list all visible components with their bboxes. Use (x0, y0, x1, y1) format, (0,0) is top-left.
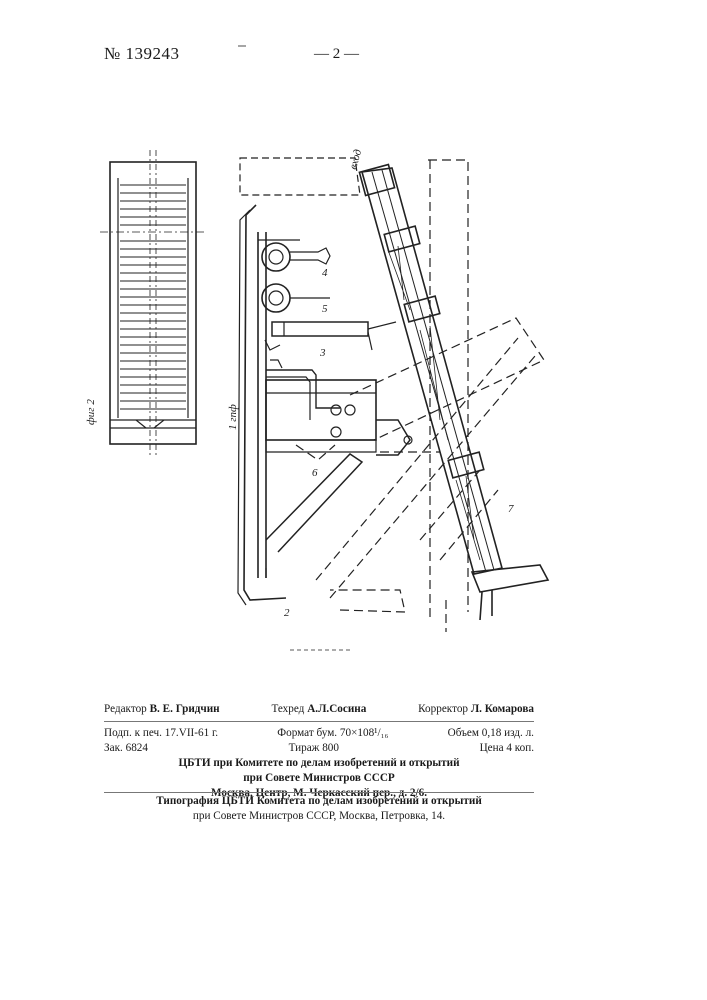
side-wall (238, 205, 286, 605)
printing-house: Типография ЦБТИ Комитета по делам изобре… (104, 794, 534, 824)
print-run: Тираж 800 (289, 741, 339, 756)
editor-name: В. Е. Гридчин (150, 703, 220, 715)
org-line-1: ЦБТИ при Комитете по делам изобретений и… (104, 756, 534, 771)
paper-format: Формат бум. 70×108¹/₁₆ (277, 726, 388, 741)
corrector-name: Л. Комарова (471, 703, 534, 715)
callout-6: 6 (312, 467, 318, 479)
techred-name: А.Л.Сосина (307, 703, 366, 715)
hydraulic-cylinder-3 (265, 322, 396, 350)
printing-rule (104, 792, 534, 793)
corrector-label: Корректор (418, 703, 468, 715)
editor-label: Редактор (104, 703, 147, 715)
volume: Объем 0,18 изд. л. (448, 726, 534, 741)
fig1-label: 1 гпф (227, 404, 239, 430)
sign-date: Подп. к печ. 17.VII-61 г. (104, 726, 218, 741)
techred-label: Техред (271, 703, 304, 715)
pump-5 (262, 284, 330, 312)
print-details: Подп. к печ. 17.VII-61 г. Формат бум. 70… (104, 726, 534, 801)
print-line-1: Типография ЦБТИ Комитета по делам изобре… (104, 794, 534, 809)
cab-outline (240, 158, 360, 195)
callout-4: 4 (322, 267, 328, 279)
fig2-grate-panel (100, 150, 206, 455)
credits-block: Редактор В. Е. Гридчин Техред А.Л.Сосина… (104, 702, 534, 717)
inclined-conveyor (359, 165, 548, 620)
print-line-2: при Совете Министров СССР, Москва, Петро… (104, 809, 534, 824)
input-label: вход (347, 148, 364, 171)
callout-3: 3 (319, 347, 326, 359)
org-line-2: при Совете Министров СССР (104, 771, 534, 786)
credits-staff-row: Редактор В. Е. Гридчин Техред А.Л.Сосина… (104, 702, 534, 717)
credits-rule (104, 721, 534, 722)
pump-4 (258, 240, 330, 271)
order-number: Зак. 6824 (104, 741, 148, 756)
frame-dashed (428, 160, 468, 632)
equipment-box (266, 380, 376, 452)
callout-7: 7 (508, 503, 514, 515)
fig2-label: фиг 2 (85, 399, 97, 425)
price: Цена 4 коп. (480, 741, 534, 756)
callout-5: 5 (322, 303, 328, 315)
callout-2: 2 (284, 607, 290, 619)
